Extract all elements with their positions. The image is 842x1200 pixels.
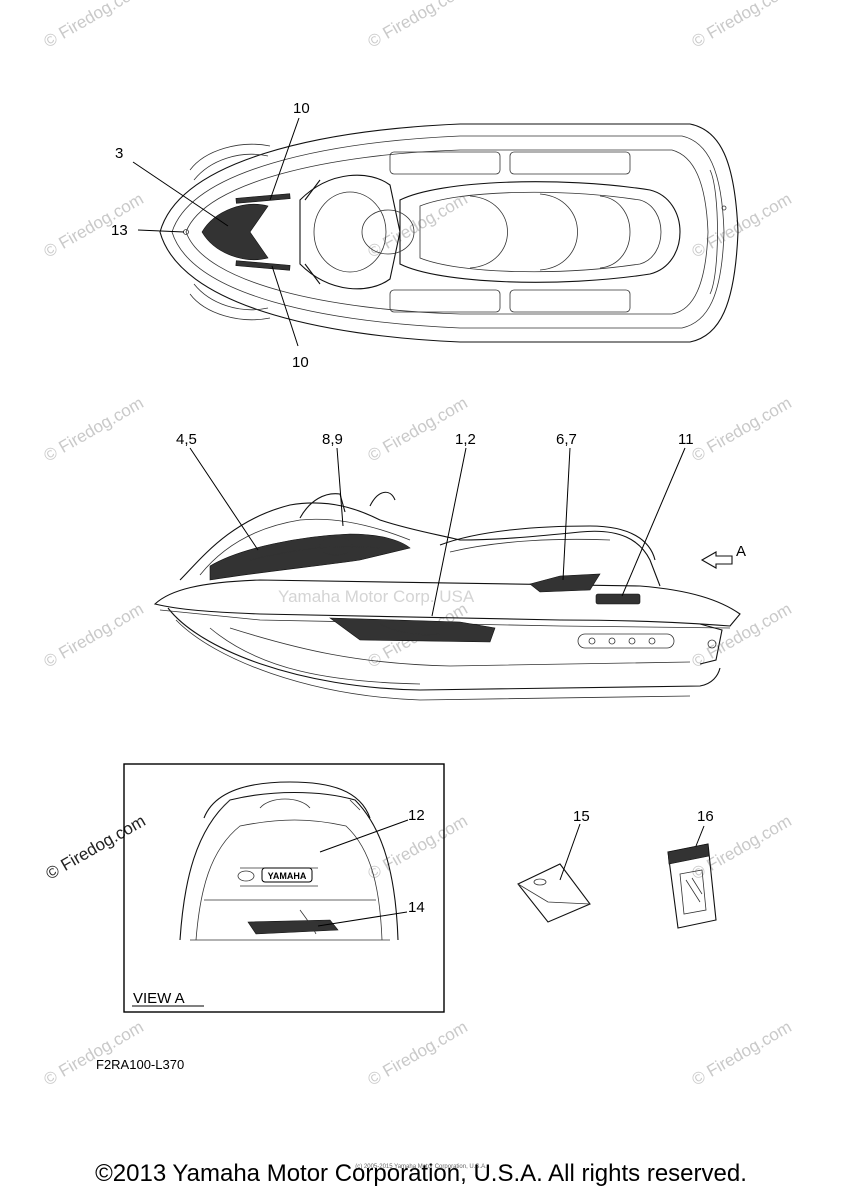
watermark: © Firedog.com <box>365 0 471 51</box>
callout-3: 3 <box>115 145 123 162</box>
view-a-arrow-icon <box>700 551 733 569</box>
callout-10-bottom: 10 <box>292 354 309 371</box>
center-watermark: Yamaha Motor Corp. USA <box>278 587 475 606</box>
callout-10-top: 10 <box>293 100 310 117</box>
callout-1-2: 1,2 <box>455 431 476 448</box>
top-view-watercraft <box>159 123 739 343</box>
callout-4-5: 4,5 <box>176 431 197 448</box>
callout-6-7: 6,7 <box>556 431 577 448</box>
part-code: F2RA100-L370 <box>96 1057 184 1072</box>
callout-12: 12 <box>408 807 425 824</box>
watermark-layer: © Firedog.com © Firedog.com © Firedog.co… <box>41 0 795 1089</box>
watermark: © Firedog.com <box>365 189 471 261</box>
watermark: © Firedog.com <box>365 393 471 465</box>
callout-14: 14 <box>408 899 425 916</box>
part-16-manual <box>667 843 717 929</box>
watermark: © Firedog.com <box>41 1017 147 1089</box>
watermark: © Firedog.com <box>689 393 795 465</box>
view-a-panel: YAMAHA <box>123 763 445 1013</box>
part-15-pouch <box>517 863 591 923</box>
leader-15 <box>559 823 581 881</box>
callout-a: A <box>736 543 746 560</box>
watermark: © Firedog.com <box>41 599 147 671</box>
watermark: © Firedog.com <box>689 0 795 51</box>
callout-15: 15 <box>573 808 590 825</box>
callout-11: 11 <box>678 431 694 448</box>
view-a-leaders <box>317 819 409 927</box>
callout-8-9: 8,9 <box>322 431 343 448</box>
side-view-leaders <box>189 447 686 617</box>
yamaha-badge: YAMAHA <box>268 871 307 881</box>
side-view-watercraft <box>153 491 741 701</box>
watermark: © Firedog.com <box>689 599 795 671</box>
watermark: © Firedog.com <box>41 393 147 465</box>
callout-13: 13 <box>111 222 128 239</box>
top-view-leaders <box>132 117 300 347</box>
watermark: © Firedog.com <box>43 811 149 883</box>
watermark: © Firedog.com <box>41 189 147 261</box>
watermark: © Firedog.com <box>365 1017 471 1089</box>
leader-16 <box>695 825 705 847</box>
callout-16: 16 <box>697 808 714 825</box>
view-a-label: VIEW A <box>133 990 185 1007</box>
copyright-notice: ©2013 Yamaha Motor Corporation, U.S.A. A… <box>95 1160 747 1187</box>
watermark: © Firedog.com <box>41 0 147 51</box>
watermark: © Firedog.com <box>689 1017 795 1089</box>
small-print: (c) 2005-2015 Yamaha Motor Corporation, … <box>355 1164 487 1170</box>
